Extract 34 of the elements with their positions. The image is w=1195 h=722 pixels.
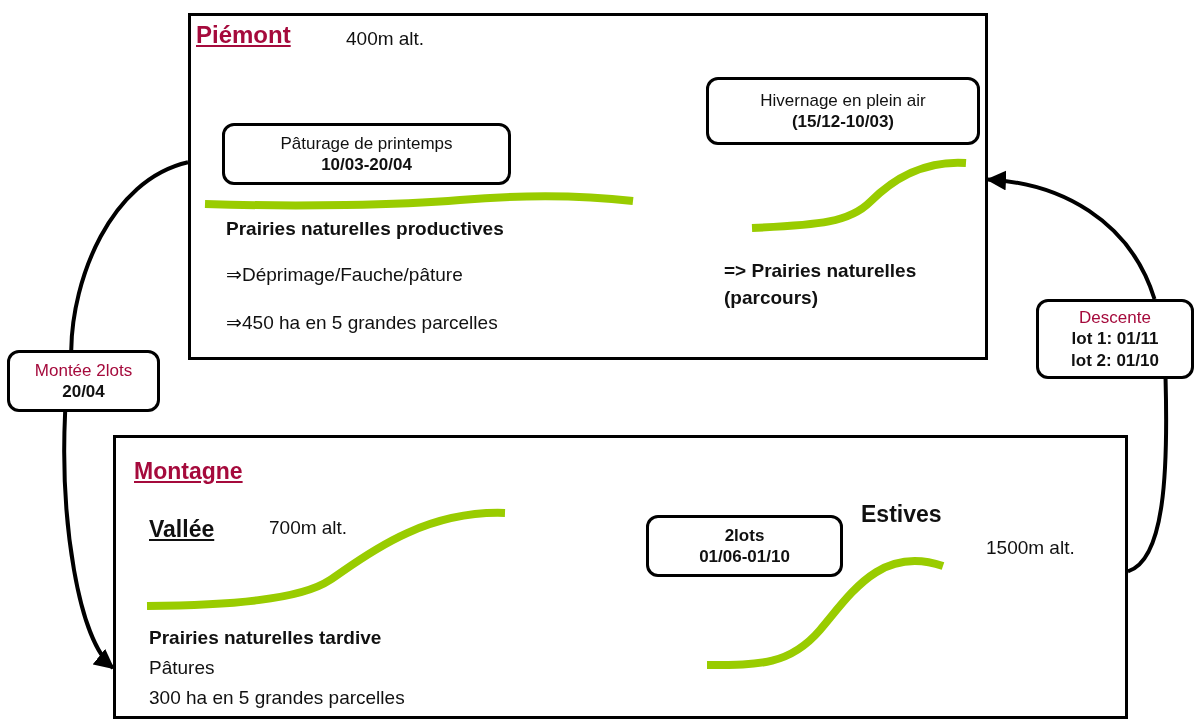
arrow — [986, 171, 1157, 300]
zone-frame — [113, 435, 1128, 719]
box-text: 2lots — [723, 524, 766, 546]
zone-text: => Prairies naturelles (parcours) — [724, 259, 918, 310]
rounded-label-box — [706, 77, 980, 145]
box-text: 01/06-01/10 — [698, 546, 791, 568]
zone-frame — [188, 13, 988, 360]
zone-text: Prairies naturelles productives — [226, 217, 504, 241]
box-text: lot 1: 01/11 — [1070, 328, 1160, 350]
zone-text: ⇒450 ha en 5 grandes parcelles — [226, 311, 498, 335]
rounded-label-box — [7, 350, 160, 412]
zone-text: 1500m alt. — [986, 536, 1075, 560]
box-text: (15/12-10/03) — [790, 111, 896, 133]
arrow — [62, 411, 115, 670]
rounded-label-box — [646, 515, 843, 577]
box-text: 10/03-20/04 — [320, 154, 413, 176]
zone-heading: Vallée — [149, 515, 215, 544]
zone-text: 400m alt. — [346, 27, 425, 51]
zone-heading: Piémont — [196, 20, 291, 50]
zone-text: ⇒Déprimage/Fauche/pâture — [226, 263, 463, 287]
zone-heading: Montagne — [134, 457, 243, 486]
zone-text: Prairies naturelles tardive — [149, 626, 382, 650]
box-text: Hivernage en plein air — [759, 89, 927, 111]
zone-text: Estives — [861, 500, 942, 529]
box-text: Pâturage de printemps — [279, 132, 454, 154]
box-text: Montée 2lots — [33, 359, 134, 381]
zone-text: 700m alt. — [269, 516, 348, 540]
box-text: lot 2: 01/10 — [1070, 349, 1160, 371]
zone-text: Pâtures — [149, 656, 215, 680]
rounded-label-box — [1036, 299, 1194, 379]
zone-text: 300 ha en 5 grandes parcelles — [149, 686, 405, 710]
box-text: Descente — [1078, 307, 1152, 329]
box-text: 20/04 — [61, 381, 106, 403]
rounded-label-box — [222, 123, 511, 185]
